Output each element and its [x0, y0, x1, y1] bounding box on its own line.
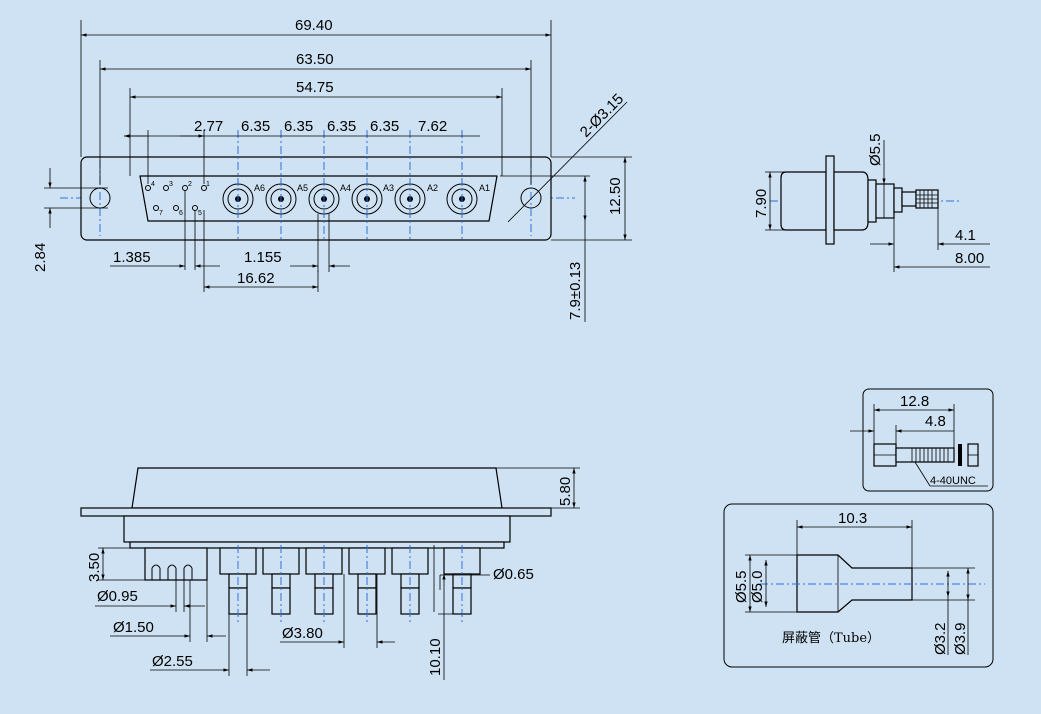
dim-pitch-2: 6.35 [284, 118, 313, 135]
dim-left-offset: 2.84 [32, 243, 49, 272]
side-body [780, 171, 827, 231]
pin-label-1: 1 [206, 181, 210, 188]
screw-dim-thread: 4.8 [925, 413, 946, 430]
pin-label-7: 7 [159, 210, 163, 217]
dim-vertical-pos: 7.9±0.13 [567, 262, 584, 320]
coax-contacts [222, 130, 478, 240]
dim-pitch-3: 6.35 [327, 118, 356, 135]
dim-mount-holes: 2-Ø3.15 [577, 90, 627, 140]
signal-pins: 4 3 2 1 7 6 5 [145, 181, 210, 217]
coax-labels: A6 A5 A4 A3 A2 A1 [254, 183, 490, 193]
side-view: 7.90 Ø5.5 4.1 8.00 [753, 133, 990, 272]
pin-label-6: 6 [179, 210, 183, 217]
front-dim-length: 10.10 [427, 638, 444, 676]
front-flange [80, 507, 552, 517]
screw-spec: 4-40UNC [930, 475, 976, 487]
dim-overall-width: 69.40 [295, 17, 333, 34]
front-dim-pin-dia: Ø0.95 [97, 588, 138, 605]
front-view: 5.80 3.50 Ø0.95 Ø0.65 Ø1.50 Ø3.80 Ø2.55 … [80, 467, 580, 680]
pin-label-5: 5 [198, 210, 202, 217]
tube-dim-outer: Ø5.5 [733, 570, 750, 603]
front-dim-pitch-c: Ø2.55 [152, 653, 193, 670]
coax-label-a1: A1 [479, 183, 490, 193]
tube-caption: 屏蔽管（Tube） [782, 631, 880, 646]
side-crimp [915, 189, 939, 209]
dim-height: 12.50 [607, 177, 624, 215]
d-shell [139, 175, 498, 222]
pin-label-4: 4 [151, 181, 155, 188]
dim-shell-width: 54.75 [296, 79, 334, 96]
tube-dim-small-a: Ø3.2 [932, 622, 949, 655]
screw-washer [958, 444, 962, 466]
dim-pitch-5: 7.62 [418, 118, 447, 135]
dim-pitch-1: 6.35 [241, 118, 270, 135]
front-signal-pins [144, 547, 208, 581]
coax-label-a2: A2 [427, 183, 438, 193]
screw-dim-length: 12.8 [900, 393, 929, 410]
dim-signal-offset: 2.77 [194, 118, 223, 135]
side-insulator [833, 171, 869, 231]
dim-signal-pitch: 1.385 [113, 249, 151, 266]
front-dim-flange: 5.80 [557, 477, 574, 506]
pin-label-2: 2 [188, 181, 192, 188]
side-dim-diameter: Ø5.5 [867, 133, 884, 166]
screw-thread [895, 447, 955, 463]
tube-detail: 10.3 Ø5.5 Ø5.0 Ø3.2 Ø3.9 屏蔽管（Tube） [723, 503, 994, 668]
screw-detail: 12.8 4.8 4-40UNC [850, 388, 994, 492]
side-flange [825, 155, 835, 245]
side-dim-b: 8.00 [955, 250, 984, 267]
dim-signal-row-offset: 1.155 [244, 249, 282, 266]
coax-label-a4: A4 [340, 183, 351, 193]
dim-mount-spacing: 63.50 [296, 51, 334, 68]
front-dim-contact-dia: Ø0.65 [493, 566, 534, 583]
front-shell [131, 467, 503, 509]
tube-detail-frame [723, 503, 994, 668]
coax-label-a6: A6 [254, 183, 265, 193]
screw-detail-frame [862, 388, 994, 492]
coax-label-a3: A3 [383, 183, 394, 193]
side-dim-a: 4.1 [955, 227, 976, 244]
pin-label-3: 3 [169, 181, 173, 188]
coax-label-a5: A5 [297, 183, 308, 193]
dim-pitch-4: 6.35 [370, 118, 399, 135]
tube-dim-small-b: Ø3.9 [952, 622, 969, 655]
tube-dim-length: 10.3 [838, 510, 867, 527]
front-coax-bodies [219, 545, 481, 622]
side-dim-height: 7.90 [753, 189, 770, 218]
front-dim-pitch-b: Ø3.80 [282, 625, 323, 642]
dim-signal-span: 16.62 [237, 270, 275, 287]
front-dim-pin-height: 3.50 [86, 553, 103, 582]
tube-dim-inner: Ø5.0 [749, 570, 766, 603]
top-view: A6 A5 A4 A3 A2 A1 4 3 2 1 7 6 5 69.40 6 3 [32, 17, 632, 322]
front-dim-pitch-a: Ø1.50 [113, 619, 154, 636]
